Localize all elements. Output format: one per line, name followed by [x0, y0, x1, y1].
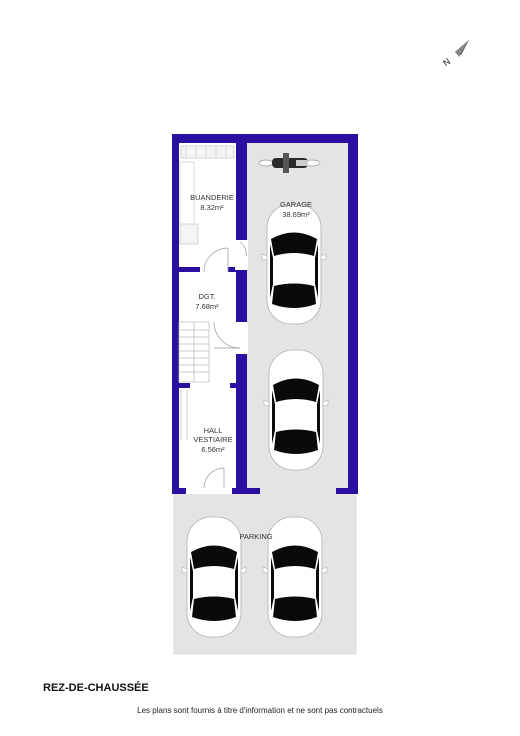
buanderie-floor	[179, 143, 236, 267]
laundry-fixtures	[179, 145, 235, 245]
door-swing-icon	[203, 241, 247, 489]
room-area-dgt: 7.68m²	[195, 302, 219, 311]
room-label-buanderie: BUANDERIE	[190, 193, 234, 202]
car-icon	[261, 203, 327, 325]
floor-title: REZ-DE-CHAUSSÉE	[43, 682, 149, 694]
north-label: N	[441, 56, 452, 68]
north-arrow-icon: N	[441, 40, 469, 68]
garage-door-opening	[260, 486, 336, 496]
dgt-floor	[179, 272, 236, 383]
car-icon	[263, 349, 329, 471]
door-gap-buanderie	[200, 266, 228, 273]
staircase-icon	[178, 321, 210, 440]
parking-overlap	[174, 494, 356, 496]
motorcycle-icon	[258, 153, 321, 173]
room-label-vestiaire: VESTIAIRE	[193, 435, 232, 444]
room-label-parking: PARKING	[239, 532, 272, 541]
door-gap-dgt-garage	[235, 322, 248, 354]
room-area-hall: 6.56m²	[201, 445, 225, 454]
car-icon	[181, 516, 247, 638]
disclaimer: Les plans sont fournis à titre d'informa…	[137, 706, 383, 715]
room-label-garage: GARAGE	[280, 200, 312, 209]
room-label-dgt: DGT.	[198, 292, 215, 301]
room-area-buanderie: 8.32m²	[200, 203, 224, 212]
hall-entrance-opening	[186, 486, 232, 496]
hall-floor	[179, 388, 236, 488]
room-area-garage: 38.69m²	[282, 210, 310, 219]
room-label-hall: HALL	[204, 426, 223, 435]
door-gap-hall	[190, 382, 230, 389]
